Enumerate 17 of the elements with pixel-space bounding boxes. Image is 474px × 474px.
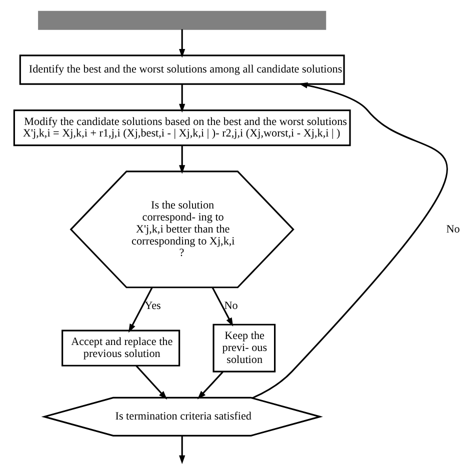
node-box: Modify the candidate solutions based on the best and the worst solutions X'j,k,i = Xj,k,i + r1,j,i (Xj,best,i - | Xj,k,i | )- r2,j,i (Xj,worst,i - Xj,k,i | ) <box>13 110 351 146</box>
node-box: Identify the best and the worst solutions among all candidate solutions <box>19 54 345 85</box>
arrow <box>197 371 224 400</box>
node-box: Accept and replace the previous solution <box>62 330 180 366</box>
arrow <box>179 84 186 113</box>
arrow <box>128 287 153 333</box>
node-box <box>38 10 326 30</box>
edge-label: No <box>446 223 460 236</box>
arrow <box>136 365 168 400</box>
arrow <box>252 82 448 399</box>
edge-label: No <box>224 300 238 312</box>
edge-label: Yes <box>144 300 161 312</box>
arrow <box>179 145 186 174</box>
node-box: Keep the previ- ous solution <box>212 324 276 372</box>
arrow <box>212 287 234 327</box>
arrow <box>179 29 186 58</box>
arrow <box>179 436 186 464</box>
